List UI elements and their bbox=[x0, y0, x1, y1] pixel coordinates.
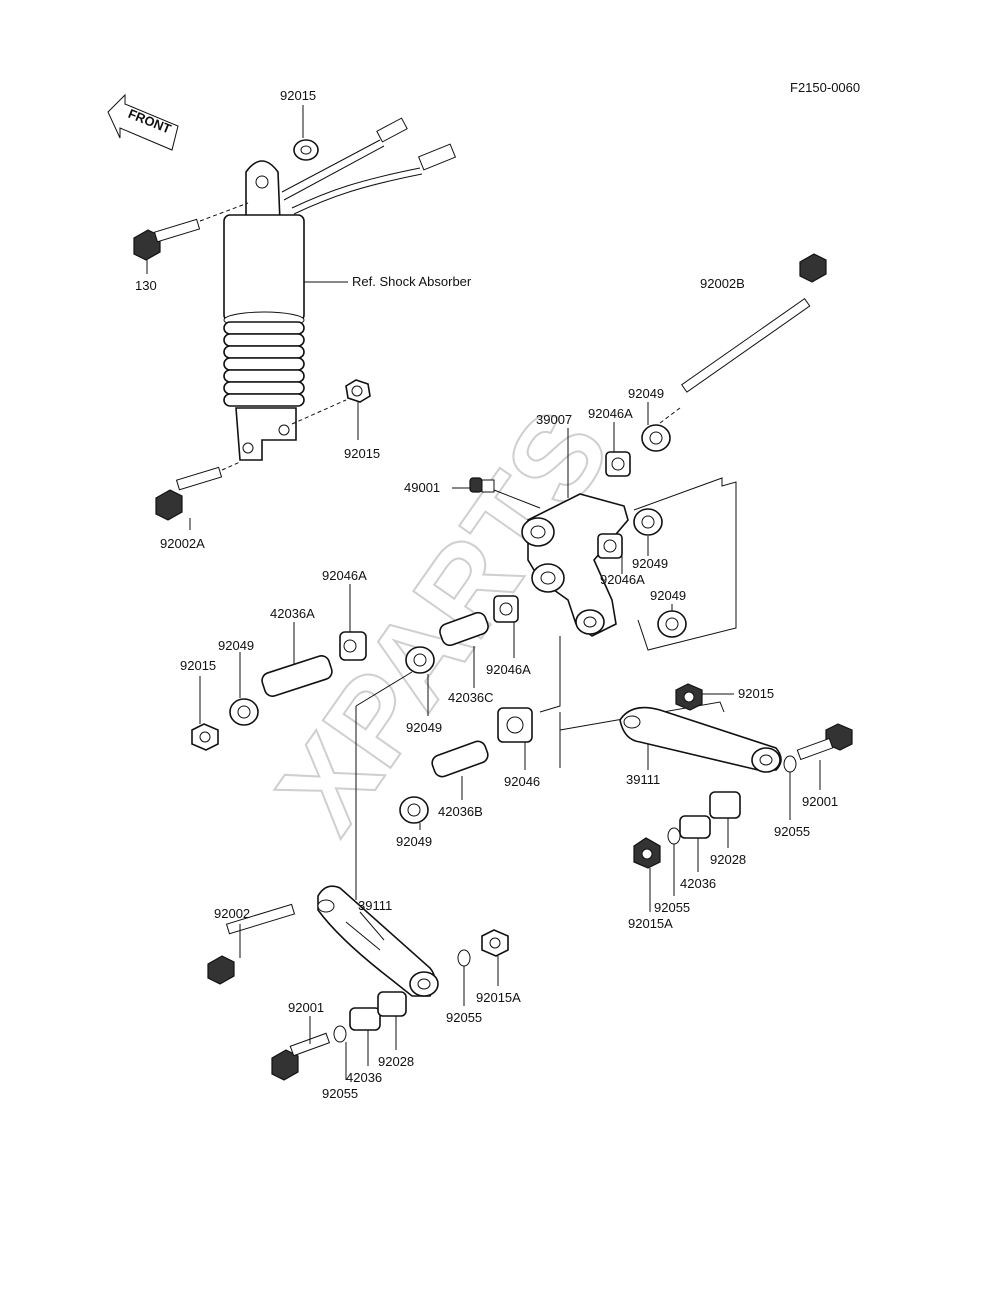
label-92049-f: 92049 bbox=[396, 834, 432, 849]
label-92001-l: 92001 bbox=[288, 1000, 324, 1015]
label-92049-c: 92049 bbox=[650, 588, 686, 603]
grease-fitting-49001 bbox=[452, 477, 541, 509]
washer-92049-a bbox=[641, 402, 671, 452]
label-42036-r: 42036 bbox=[680, 876, 716, 891]
label-92028-l: 92028 bbox=[378, 1054, 414, 1069]
bushing-92046A-b bbox=[597, 533, 623, 574]
label-42036-l: 42036 bbox=[346, 1070, 382, 1085]
label-92046A-a: 92046A bbox=[588, 406, 633, 421]
label-92001-r: 92001 bbox=[802, 794, 838, 809]
label-92046A-b: 92046A bbox=[600, 572, 645, 587]
nut-92015-mid bbox=[291, 379, 371, 440]
label-42036A: 42036A bbox=[270, 606, 315, 621]
label-92015A-m: 92015A bbox=[476, 990, 521, 1005]
ref-shock-label: Ref. Shock Absorber bbox=[352, 274, 472, 289]
label-92049-e: 92049 bbox=[406, 720, 442, 735]
sleeve-42036B bbox=[431, 740, 489, 800]
link-39111-right bbox=[619, 706, 782, 773]
label-42036B: 42036B bbox=[438, 804, 483, 819]
bolt-130 bbox=[133, 202, 249, 274]
label-92055-r2: 92055 bbox=[654, 900, 690, 915]
washer-92049-b bbox=[633, 508, 663, 556]
sleeve-42036-right bbox=[679, 815, 711, 872]
bushing-92046A-d bbox=[339, 584, 367, 661]
bolt-92002A bbox=[155, 461, 241, 530]
washer-92049-c bbox=[657, 604, 687, 638]
bushing-92046A-a bbox=[605, 422, 631, 477]
sleeve-42036-left bbox=[349, 1007, 381, 1066]
label-92028-r: 92028 bbox=[710, 852, 746, 867]
nut-92015-right bbox=[675, 683, 734, 711]
label-130: 130 bbox=[135, 278, 157, 293]
label-92055-r: 92055 bbox=[774, 824, 810, 839]
bolt-92002B bbox=[647, 253, 827, 433]
label-92046A-d: 92046A bbox=[322, 568, 367, 583]
front-arrow-icon: FRONT bbox=[107, 93, 179, 151]
oring-92055-left bbox=[333, 1025, 347, 1080]
nut-92015-top bbox=[293, 105, 319, 161]
label-92046A-c: 92046A bbox=[486, 662, 531, 677]
bushing-92028-right bbox=[709, 791, 741, 848]
link-39111-left bbox=[317, 885, 439, 997]
washer-92049-f bbox=[399, 796, 429, 830]
label-92046: 92046 bbox=[504, 774, 540, 789]
oring-92055-right2 bbox=[667, 827, 681, 896]
label-92055-l: 92055 bbox=[322, 1086, 358, 1101]
nut-92015-left bbox=[191, 676, 219, 751]
bushing-92028-left bbox=[377, 991, 407, 1050]
label-92015-r: 92015 bbox=[738, 686, 774, 701]
bushing-92046A-c bbox=[493, 595, 519, 658]
label-92049-a: 92049 bbox=[628, 386, 664, 401]
label-49001: 49001 bbox=[404, 480, 440, 495]
label-92015-mid: 92015 bbox=[344, 446, 380, 461]
label-92049-d: 92049 bbox=[218, 638, 254, 653]
bushing-92046 bbox=[497, 707, 533, 770]
label-42036C: 42036C bbox=[448, 690, 494, 705]
washer-92049-d-left bbox=[229, 652, 259, 726]
shock-absorber bbox=[223, 117, 457, 461]
label-39007: 39007 bbox=[536, 412, 572, 427]
label-92049-b: 92049 bbox=[632, 556, 668, 571]
label-92015-d: 92015 bbox=[180, 658, 216, 673]
label-92015-top: 92015 bbox=[280, 88, 316, 103]
label-92002B: 92002B bbox=[700, 276, 745, 291]
label-39111-r: 39111 bbox=[626, 772, 660, 787]
bolt-92001-left bbox=[271, 1016, 331, 1081]
rocker-arm-39007 bbox=[521, 428, 629, 637]
oring-92055-mid bbox=[457, 949, 471, 1006]
diagram-id: F2150-0060 bbox=[790, 80, 860, 95]
label-39111-l: 39111 bbox=[358, 898, 392, 913]
nut-92015A-right bbox=[633, 837, 661, 912]
bolt-92001-right bbox=[796, 723, 853, 790]
bolt-92002 bbox=[207, 903, 296, 985]
label-92002: 92002 bbox=[214, 906, 250, 921]
nut-92015A-mid bbox=[481, 929, 509, 986]
sleeve-42036C bbox=[439, 611, 489, 688]
label-92002A: 92002A bbox=[160, 536, 205, 551]
label-92015A-r: 92015A bbox=[628, 916, 673, 931]
label-92055-m: 92055 bbox=[446, 1010, 482, 1025]
washer-92049-d bbox=[405, 646, 435, 716]
sleeve-42036A bbox=[261, 622, 333, 697]
oring-92055-right bbox=[783, 755, 797, 820]
